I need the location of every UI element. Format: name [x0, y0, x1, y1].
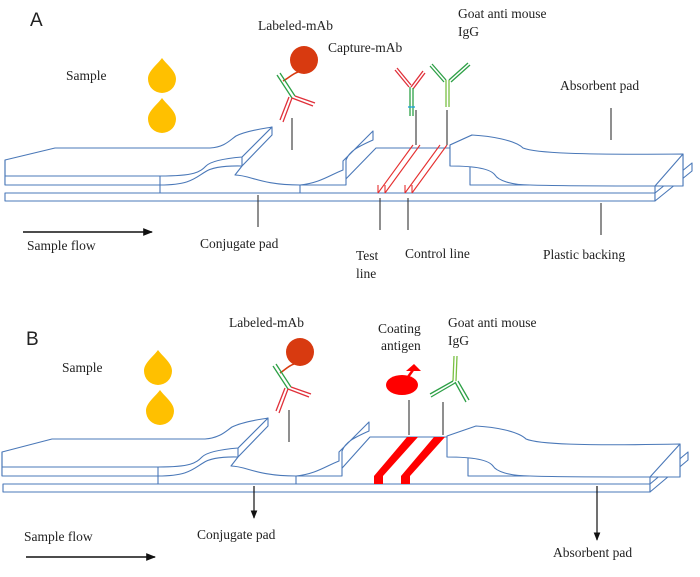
label-test-line-1: Test: [356, 248, 379, 263]
membrane: [199, 147, 656, 194]
labeled-antibody-icon: [272, 338, 314, 414]
label-absorbent-pad: Absorbent pad: [553, 545, 632, 560]
label-conjugate-pad: Conjugate pad: [200, 236, 279, 251]
panel-a: A Sample Labeled-mAb Capture-mAb: [4, 6, 693, 281]
capture-antibody-icon: [394, 67, 426, 116]
conjugate-pad: [159, 126, 301, 194]
label-coating-antigen-2: antigen: [381, 338, 421, 353]
sample-drops-icon: [144, 350, 174, 425]
plastic-backing: [2, 483, 651, 493]
label-sample: Sample: [62, 360, 103, 375]
control-line: [404, 144, 448, 194]
panel-letter-a: A: [30, 10, 43, 31]
label-labeled-mab: Labeled-mAb: [258, 18, 333, 33]
label-sample: Sample: [66, 68, 107, 83]
label-capture-mab: Capture-mAb: [328, 40, 402, 55]
panel-b: B Sample Labeled-mAb Coating antigen Goa…: [1, 315, 689, 561]
label-control-line: Control line: [405, 246, 470, 261]
goat-igg-icon: [429, 355, 470, 403]
label-goat-igg-line1: Goat anti mouse: [458, 6, 546, 21]
labeled-antibody-icon: [276, 46, 318, 123]
label-goat-igg-line2: IgG: [448, 333, 469, 348]
label-goat-igg-line1: Goat anti mouse: [448, 315, 536, 330]
sample-drops-icon: [148, 58, 176, 133]
plastic-backing: [4, 192, 656, 202]
control-line: [401, 437, 445, 484]
label-goat-igg-line2: IgG: [458, 24, 479, 39]
test-strip-b: [1, 417, 689, 493]
label-sample-flow: Sample flow: [27, 238, 96, 253]
coating-antigen-icon: [386, 364, 421, 395]
test-line: [374, 437, 418, 484]
label-test-line-2: line: [356, 266, 376, 281]
sample-pad: [4, 126, 273, 185]
label-absorbent-pad: Absorbent pad: [560, 78, 639, 93]
sample-pad: [1, 417, 269, 476]
label-sample-flow: Sample flow: [24, 529, 93, 544]
drop-icon: [148, 58, 176, 93]
test-line: [377, 144, 421, 194]
drop-icon: [148, 98, 176, 133]
conjugate-pad: [157, 417, 297, 485]
drop-icon: [146, 390, 174, 425]
drop-icon: [144, 350, 172, 385]
absorbent-pad: [446, 425, 681, 478]
label-conjugate-pad: Conjugate pad: [197, 527, 276, 542]
label-labeled-mab: Labeled-mAb: [229, 315, 304, 330]
panel-letter-b: B: [26, 329, 39, 350]
goat-igg-icon: [429, 62, 471, 107]
label-plastic-backing: Plastic backing: [543, 247, 625, 262]
test-strip-a: [4, 126, 693, 202]
absorbent-pad: [449, 134, 684, 187]
label-coating-antigen-1: Coating: [378, 321, 421, 336]
